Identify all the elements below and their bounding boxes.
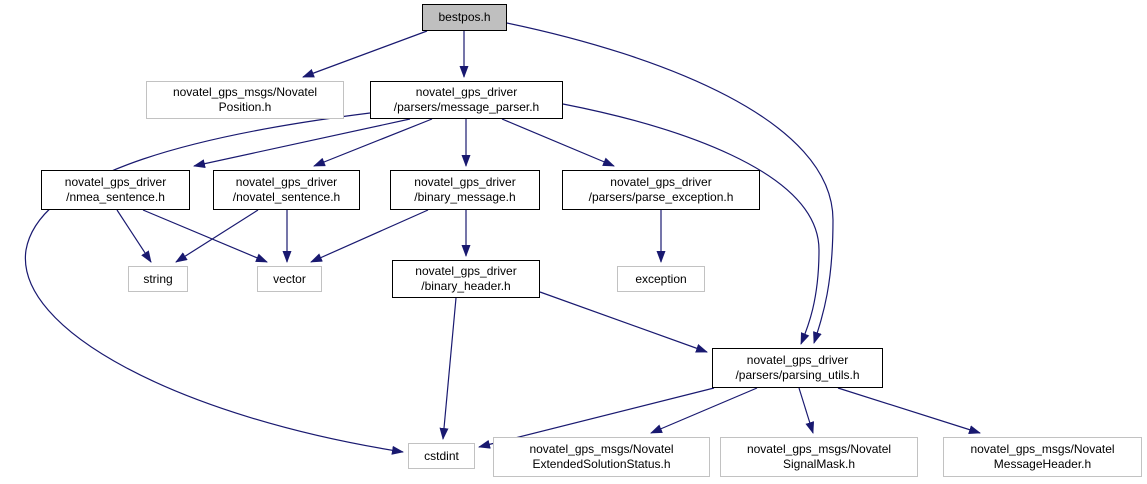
edge-bestpos-to-parsing-utils	[506, 22, 834, 344]
edge-message-parser-to-novatel-sentence	[313, 118, 433, 167]
node-signal-mask: novatel_gps_msgs/Novatel SignalMask.h	[720, 437, 918, 477]
edge-binary-header-to-cstdint	[439, 297, 457, 440]
edge-parsing-utils-to-message-header	[837, 387, 981, 434]
edge-nmea-sentence-to-vector	[142, 209, 268, 263]
edge-message-parser-to-cstdint	[24, 112, 404, 455]
node-novatel-position: novatel_gps_msgs/Novatel Position.h	[146, 81, 344, 119]
edge-novatel-sentence-to-string	[175, 209, 259, 263]
node-message-header: novatel_gps_msgs/Novatel MessageHeader.h	[943, 437, 1142, 477]
node-message-parser[interactable]: novatel_gps_driver /parsers/message_pars…	[370, 81, 563, 119]
node-binary-message[interactable]: novatel_gps_driver /binary_message.h	[390, 170, 540, 210]
node-cstdint: cstdint	[408, 443, 475, 469]
node-parsing-utils[interactable]: novatel_gps_driver /parsers/parsing_util…	[712, 348, 883, 388]
node-binary-header[interactable]: novatel_gps_driver /binary_header.h	[392, 260, 540, 298]
edge-message-parser-to-nmea-sentence	[193, 118, 411, 169]
edge-bestpos-to-novatel-position	[302, 30, 428, 78]
node-extended-solution-status: novatel_gps_msgs/Novatel ExtendedSolutio…	[493, 437, 710, 477]
node-parse-exception[interactable]: novatel_gps_driver /parsers/parse_except…	[562, 170, 760, 210]
edge-message-parser-to-parse-exception	[501, 118, 615, 167]
node-vector: vector	[257, 266, 322, 292]
node-nmea-sentence[interactable]: novatel_gps_driver /nmea_sentence.h	[41, 170, 190, 210]
edge-binary-header-to-parsing-utils	[539, 291, 708, 353]
edge-binary-message-to-vector	[310, 209, 429, 263]
node-exception: exception	[617, 266, 705, 292]
edge-message-parser-to-parsing-utils	[562, 103, 820, 345]
node-string: string	[128, 266, 188, 292]
node-novatel-sentence[interactable]: novatel_gps_driver /novatel_sentence.h	[213, 170, 360, 210]
edge-nmea-sentence-to-string	[116, 209, 152, 263]
edge-parsing-utils-to-extended-solution-status	[650, 387, 758, 434]
edge-parsing-utils-to-signal-mask	[798, 387, 815, 434]
node-bestpos: bestpos.h	[422, 4, 507, 31]
